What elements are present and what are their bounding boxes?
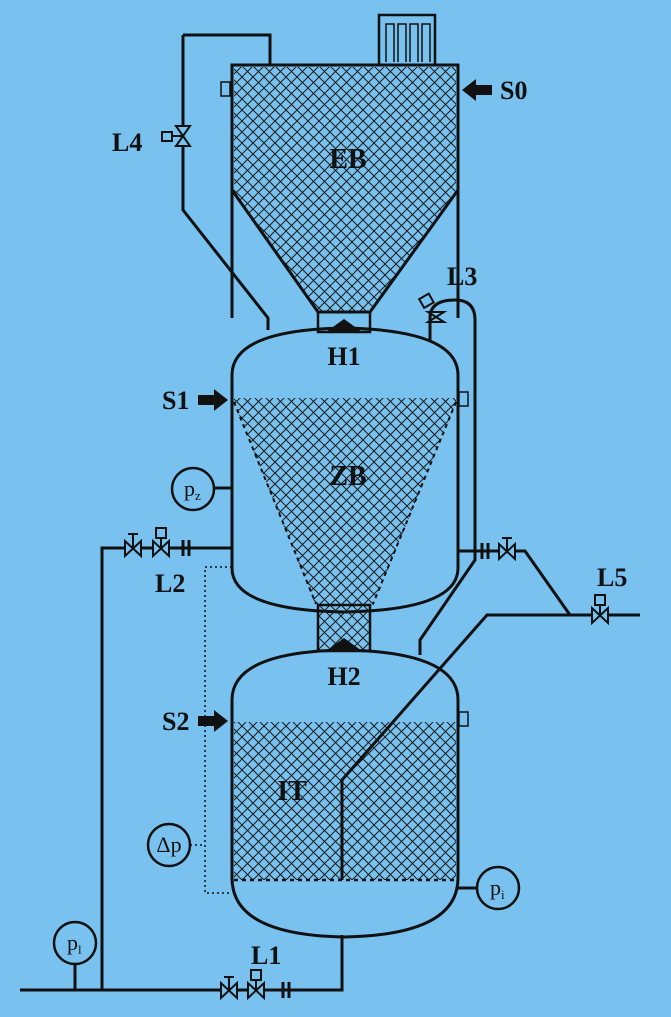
l4-label: L4: [112, 128, 142, 157]
line-l1: [20, 935, 344, 992]
s0-label: S0: [500, 76, 527, 105]
h2-valve-icon[interactable]: [326, 638, 362, 651]
valve-l1-icon[interactable]: [220, 969, 291, 1001]
dip-pipe: [340, 613, 570, 880]
s2-arrow-icon: [198, 710, 228, 732]
dp-label: Δp: [156, 832, 181, 857]
level-sensor-icon: [220, 81, 231, 97]
it-vessel: [230, 648, 469, 939]
pi-gauge: [475, 865, 521, 911]
pl-label: pl: [67, 930, 82, 957]
l2-label: L2: [155, 569, 185, 598]
s0-arrow-icon: [462, 79, 492, 101]
zb-label: ZB: [329, 461, 366, 492]
l1-label: L1: [251, 941, 281, 970]
dp-line: [204, 566, 232, 894]
it-label: IT: [277, 776, 307, 807]
dp-gauge: [146, 822, 192, 868]
pz-gauge: [170, 466, 216, 512]
l3-label: L3: [447, 262, 477, 291]
filter-icon: [377, 13, 437, 67]
l5-label: L5: [597, 563, 627, 592]
zb-vessel: [230, 326, 469, 614]
pl-gauge: [52, 920, 98, 966]
line-l4: [181, 35, 270, 330]
pz-label: pz: [184, 476, 201, 503]
s2-label: S2: [162, 707, 189, 736]
pi-label: pi: [490, 875, 505, 902]
valve-l5-icon[interactable]: [480, 537, 609, 626]
h1-label: H1: [327, 342, 360, 371]
h2-label: H2: [327, 662, 360, 691]
eb-label: EB: [329, 144, 366, 175]
level-sensor-icon: [458, 711, 469, 727]
h1-valve-icon[interactable]: [326, 319, 362, 332]
s1-label: S1: [162, 386, 189, 415]
line-l2: [100, 546, 232, 990]
s1-arrow-icon: [198, 389, 228, 411]
valve-l3-icon[interactable]: [417, 292, 448, 323]
level-sensor-icon: [458, 391, 469, 407]
valve-l2-icon[interactable]: [124, 527, 191, 559]
valve-l4-icon[interactable]: [161, 125, 192, 147]
line-l3: [418, 298, 477, 655]
